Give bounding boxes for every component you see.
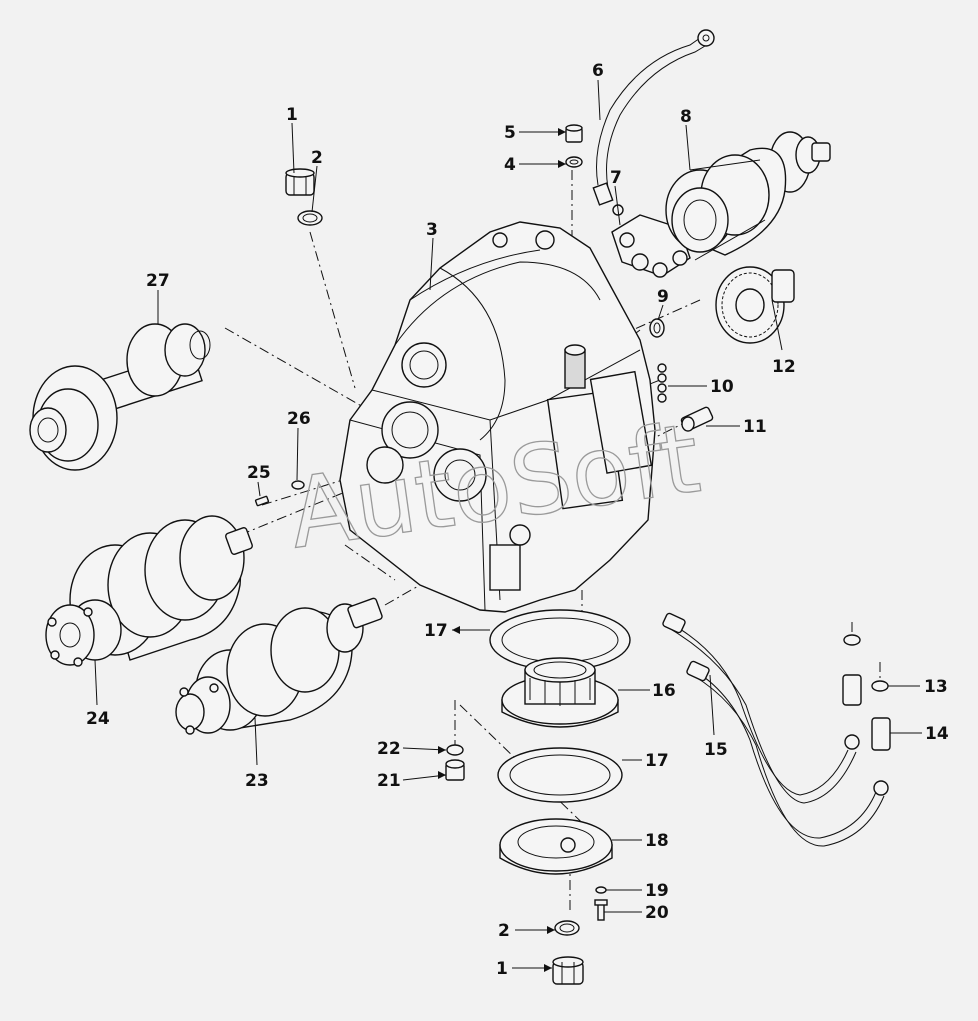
washer-26 (291, 480, 305, 490)
callout-3: 3 (426, 220, 438, 240)
callout-13: 13 (924, 677, 948, 697)
callout-18: 18 (645, 831, 669, 851)
callout-labels: 1 2 3 4 5 6 7 8 9 10 11 12 13 14 15 16 1… (86, 61, 949, 979)
seal-ring-4 (565, 156, 583, 168)
callout-19: 19 (645, 881, 669, 901)
leader-lines (94, 79, 922, 969)
callout-16: 16 (652, 681, 676, 701)
leader-arrows (438, 128, 566, 972)
plug-top (285, 168, 315, 196)
washer-19 (595, 886, 607, 894)
callout-6: 6 (592, 61, 604, 81)
plug-21 (445, 759, 465, 781)
oil-hoses-15 (662, 612, 885, 847)
callout-2-top: 2 (311, 148, 323, 168)
callout-17-upper: 17 (424, 621, 448, 641)
seal-rings-10 (657, 363, 667, 403)
callout-14: 14 (925, 724, 949, 744)
callout-9: 9 (657, 287, 669, 307)
callout-4: 4 (504, 155, 516, 175)
callout-26: 26 (287, 409, 311, 429)
seal-ring-9 (649, 318, 665, 338)
callout-24: 24 (86, 709, 110, 729)
callout-8: 8 (680, 107, 692, 127)
filter-16 (501, 657, 619, 728)
bolt-20 (594, 899, 608, 921)
callout-25: 25 (247, 463, 271, 483)
callout-12: 12 (772, 357, 796, 377)
clutch-assembly-8 (665, 131, 831, 261)
callout-17-lower: 17 (645, 751, 669, 771)
callout-2-bottom: 2 (498, 921, 510, 941)
clutch-drum-23 (175, 597, 383, 735)
bolt-25 (254, 495, 270, 507)
seal-ring-top (297, 210, 323, 226)
callout-27: 27 (146, 271, 170, 291)
callout-22: 22 (377, 739, 401, 759)
callout-23: 23 (245, 771, 269, 791)
shaft-assembly-27 (29, 323, 211, 471)
callout-11: 11 (743, 417, 767, 437)
fittings-14 (842, 674, 891, 796)
callout-1-bottom: 1 (496, 959, 508, 979)
fitting-11 (680, 406, 714, 432)
gasket-17-lower (497, 747, 623, 803)
seal-ring-22 (446, 744, 464, 756)
transmission-housing (339, 221, 656, 613)
callout-5: 5 (504, 123, 516, 143)
callout-7: 7 (610, 168, 622, 188)
oil-hose-6 (592, 29, 715, 206)
callout-20: 20 (645, 903, 669, 923)
callout-15: 15 (704, 740, 728, 760)
plug-bottom (552, 956, 584, 985)
gear-12 (715, 266, 795, 344)
callout-1-top: 1 (286, 105, 298, 125)
callout-21: 21 (377, 771, 401, 791)
cover-18 (499, 818, 613, 875)
plug-5 (565, 124, 583, 143)
seal-ring-bottom (554, 920, 580, 936)
callout-10: 10 (710, 377, 734, 397)
clutch-drum-24 (45, 515, 253, 667)
